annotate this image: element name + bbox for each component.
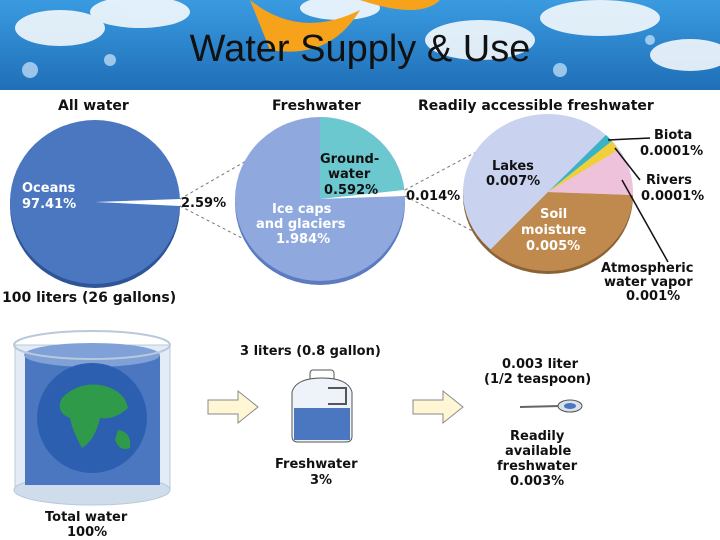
freshwater-header: Freshwater [272, 98, 361, 114]
spoon-amount-1: 0.003 liter [502, 357, 579, 372]
groundwater-value: 0.592% [324, 183, 378, 198]
rivers-label: Rivers [646, 173, 692, 188]
oceans-label: Oceans [22, 181, 76, 196]
atmospheric-value: 0.001% [626, 289, 680, 304]
biota-value: 0.0001% [640, 144, 703, 159]
continent-shape [115, 430, 131, 449]
total-water-value: 100% [67, 525, 107, 540]
atmospheric-label-2: water vapor [604, 275, 693, 290]
available-label-3: freshwater [497, 459, 578, 474]
accessible-share-value: 0.014% [406, 189, 460, 204]
accessible-slice [320, 190, 405, 199]
available-label-2: available [505, 444, 571, 459]
rivers-slice [548, 141, 618, 192]
freshwater-slice [95, 199, 180, 206]
continent-shape [59, 384, 128, 448]
ice-label-2: and glaciers [256, 217, 346, 232]
ice-value: 1.984% [276, 232, 330, 247]
arrow-right-icon [412, 389, 464, 425]
arrow-right-icon [207, 389, 259, 425]
biota-slice [548, 135, 612, 192]
lakes-value: 0.007% [486, 174, 540, 189]
title-banner [0, 0, 720, 90]
accessible-header: Readily accessible freshwater [418, 98, 654, 114]
oceans-value: 97.41% [22, 197, 76, 212]
fresh-amount: 3 liters (0.8 gallon) [240, 344, 381, 359]
jug-icon [291, 369, 353, 443]
freshwater-label: Freshwater [275, 457, 358, 472]
fresh-share-value: 2.59% [181, 196, 226, 211]
jug-water [294, 408, 350, 440]
soil-value: 0.005% [526, 239, 580, 254]
water-surface [24, 343, 160, 367]
slide-title: Water Supply & Use [189, 28, 531, 70]
freshwater-pie [235, 117, 405, 285]
soil-label-2: moisture [521, 223, 587, 238]
rivers-value: 0.0001% [641, 189, 704, 204]
atmospheric-label-1: Atmospheric [601, 261, 693, 276]
total-water-label: Total water [45, 510, 128, 525]
spoon-amount-2: (1/2 teaspoon) [484, 372, 591, 387]
groundwater-label-1: Ground- [320, 152, 379, 167]
spoon-water [564, 403, 576, 409]
groundwater-slice [320, 117, 404, 199]
ice-label-1: Ice caps [272, 202, 332, 217]
rivers-leader [614, 147, 641, 181]
all-water-footer: 100 liters (26 gallons) [2, 290, 176, 306]
available-label-1: Readily [510, 429, 565, 444]
water-distribution-diagram: All water Freshwater Readily accessible … [2, 98, 704, 540]
accessible-pie [463, 114, 634, 274]
atmospheric-leader [621, 179, 669, 263]
biota-leader [607, 137, 651, 141]
available-value: 0.003% [510, 474, 564, 489]
all-water-pie [10, 120, 180, 288]
soil-slice [490, 192, 633, 272]
groundwater-label-2: water [328, 167, 371, 182]
all-water-header: All water [58, 98, 129, 114]
total-water-cylinder [13, 330, 171, 506]
lakes-label: Lakes [492, 159, 534, 174]
soil-label-1: Soil [540, 207, 567, 222]
spoon-handle [519, 405, 561, 408]
atmospheric-slice [548, 150, 634, 195]
freshwater-value: 3% [310, 473, 332, 488]
connector [179, 205, 301, 269]
teaspoon-icon [519, 399, 583, 413]
biota-label: Biota [654, 128, 692, 143]
jug-handle [328, 387, 347, 405]
cylinder-rim [13, 330, 171, 360]
